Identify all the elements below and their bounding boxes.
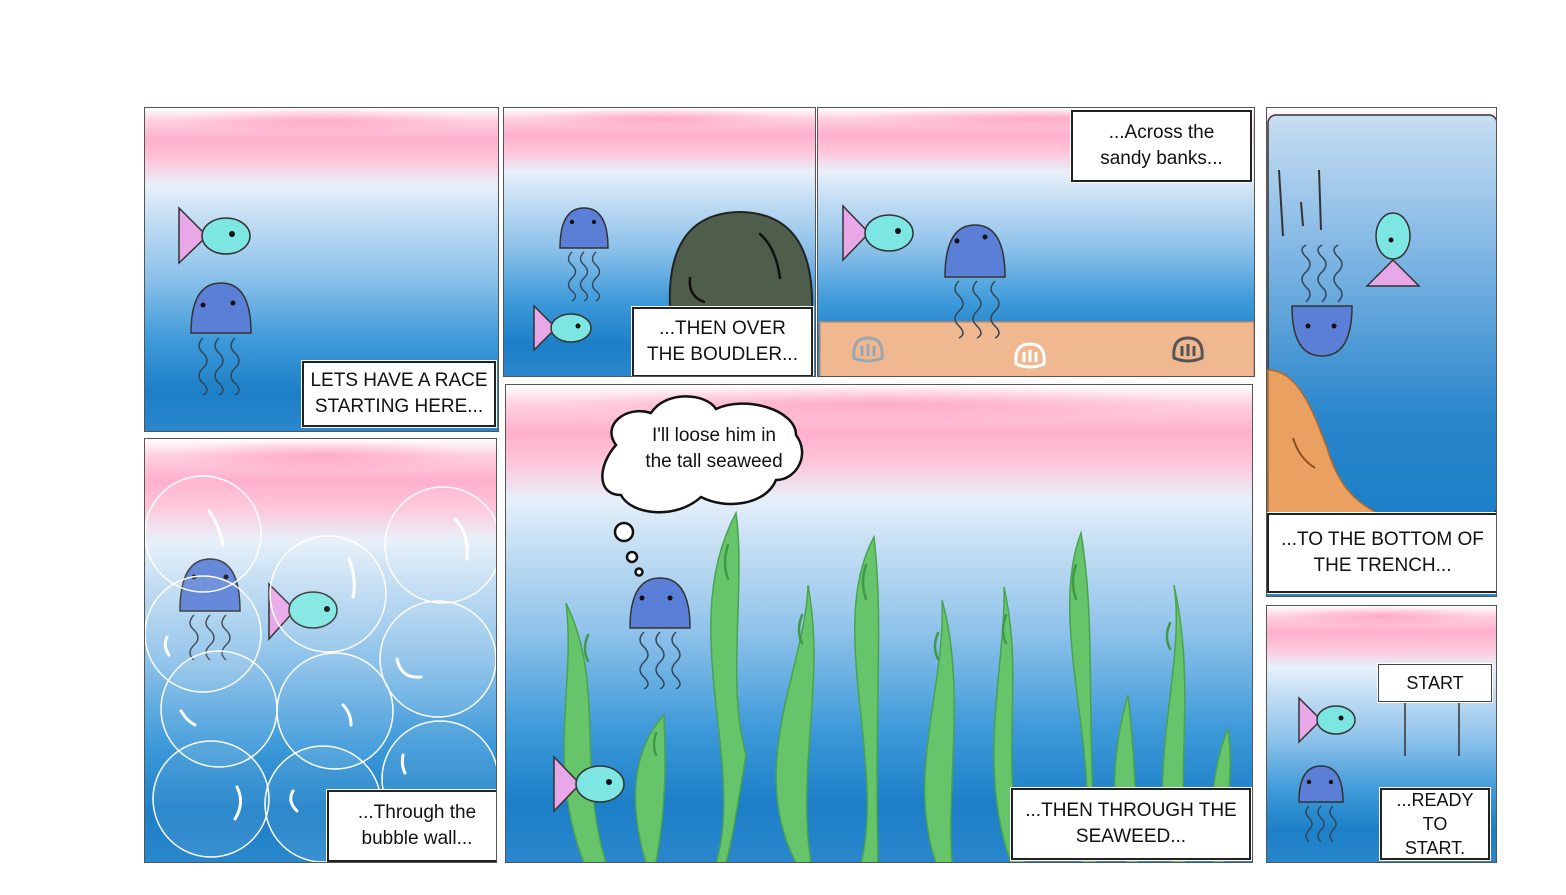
thought-bubble-icon <box>601 395 804 577</box>
caption: ...Across the sandy banks... <box>1071 110 1252 182</box>
caption: ...THEN OVER THE BOUDLER... <box>632 307 813 376</box>
jellyfish-icon <box>190 282 252 396</box>
caption: LETS HAVE A RACE STARTING HERE... <box>302 361 496 427</box>
fish-icon <box>533 304 592 352</box>
jellyfish-icon <box>179 558 241 661</box>
fish-icon <box>1365 258 1421 287</box>
caption: ...Through the bubble wall... <box>327 790 496 862</box>
trench-scene <box>1267 114 1496 516</box>
caption: ...READY TO START. <box>1380 788 1490 860</box>
sign-icon <box>1404 702 1460 756</box>
thought-text: I'll loose him in the tall seaweed <box>645 425 783 472</box>
boulder-icon <box>668 210 814 309</box>
trench-rock <box>1267 369 1380 515</box>
panel-ready: START ...READY TO START. <box>1266 605 1497 863</box>
jellyfish-icon <box>629 577 691 690</box>
fish-icon <box>842 204 914 262</box>
seaweed-veins <box>583 543 1172 757</box>
jellyfish-icon <box>1291 244 1353 357</box>
panel-boulder: ...THEN OVER THE BOUDLER... <box>503 107 816 377</box>
caption: ...THEN THROUGH THE SEAWEED... <box>1011 788 1251 860</box>
panel-trench: ...TO THE BOTTOM OF THE TRENCH... <box>1266 107 1497 597</box>
start-sign: START <box>1378 664 1492 702</box>
bubble-shine <box>163 509 469 821</box>
motion-lines <box>1278 169 1322 237</box>
jellyfish-icon <box>944 224 1006 339</box>
panel-race-start: LETS HAVE A RACE STARTING HERE... <box>144 107 499 432</box>
fish-icon <box>268 582 338 641</box>
jellyfish-icon <box>1298 765 1344 843</box>
fish-icon <box>178 206 251 265</box>
panel-sandy-banks: ...Across the sandy banks... <box>817 107 1255 377</box>
boulder-scene <box>533 207 814 352</box>
panel-seaweed: I'll loose him in the tall seaweed ...TH… <box>505 384 1253 863</box>
panel-bubble-wall: ...Through the bubble wall... <box>144 438 497 863</box>
ready-scene <box>1298 696 1460 843</box>
sandy-banks-scene <box>819 204 1254 376</box>
jellyfish-icon <box>559 207 609 302</box>
caption: ...TO THE BOTTOM OF THE TRENCH... <box>1267 513 1496 593</box>
fish-icon <box>1298 696 1356 744</box>
shell-icon <box>852 336 1204 369</box>
fish-icon <box>553 755 625 813</box>
race-start-scene <box>178 206 252 396</box>
fish-body <box>1375 212 1411 260</box>
